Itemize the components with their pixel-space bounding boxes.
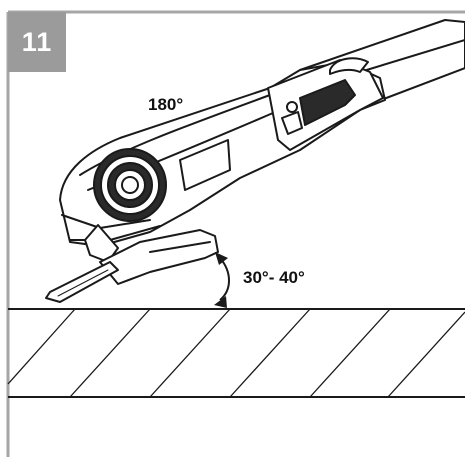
multi-tool: [45, 19, 465, 303]
frame-border: [6, 10, 465, 457]
blade-guard: [99, 229, 219, 285]
angle-label: 30°- 40°: [243, 268, 305, 287]
rotation-label: 180°: [148, 95, 184, 114]
switch-button: [286, 101, 298, 113]
saw-blade: [45, 261, 119, 303]
tool-head: [93, 148, 167, 222]
speed-dial: [329, 57, 369, 75]
switch-slot: [299, 79, 356, 126]
workpiece-hatching: [7, 308, 465, 398]
angle-arrow: [214, 252, 230, 308]
step-number-badge: 11: [8, 12, 66, 72]
workpiece: [7, 308, 465, 398]
